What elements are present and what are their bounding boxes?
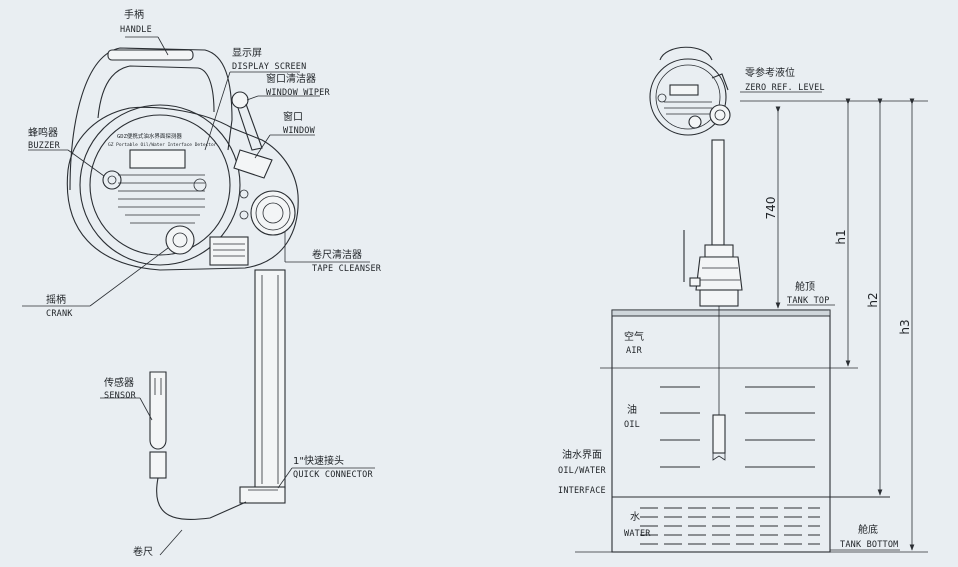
quick-connector-icon [239,486,286,504]
spec-plate [209,236,249,266]
label-air-cn: 空气 [624,330,644,343]
label-cleanser-cn: 卷尺清洁器 [312,248,362,261]
label-zero-ref-cn: 零参考液位 [745,66,795,79]
handle-grip [107,49,194,61]
label-display-cn: 显示屏 [232,47,262,59]
sensor-icon [149,371,167,450]
svg-text:GDZ便携式油水界面探测器: GDZ便携式油水界面探测器 [117,132,182,140]
face-inner-ring [89,114,231,256]
label-tank-bottom-en: TANK BOTTOM [840,540,899,550]
label-buzzer-en: BUZZER [28,141,61,151]
label-sensor-cn: 传感器 [104,376,134,389]
left-leaders [22,36,375,556]
wiper-arm [237,103,263,151]
dim-h1-text: h1 [834,229,848,244]
tank-drawing [575,46,928,553]
label-crank-en: CRANK [46,309,73,319]
label-buzzer-cn: 蜂鸣器 [28,126,58,139]
label-tank-top-en: TANK TOP [787,296,830,306]
label-tank-top-cn: 舱顶 [795,280,815,293]
oil-layer-lines [660,386,815,468]
dim-h2-text: h2 [866,292,880,307]
gauge-display [669,84,699,96]
valve-assembly [695,256,743,291]
label-window-cn: 窗口 [283,110,303,123]
label-crank-cn: 摇柄 [46,293,66,306]
label-wiper-en: WINDOW WIPER [266,88,330,98]
label-air-en: AIR [626,346,643,356]
label-wiper-cn: 窗口清洁器 [266,72,316,85]
dim-h3-text: h3 [898,319,912,334]
indicator-knob [193,178,207,192]
handle-inner [97,65,215,119]
body-outline [66,106,299,271]
label-oil-en: OIL [624,420,640,430]
display-screen [129,149,186,169]
tape-cable [156,477,247,520]
water-layer-lines [640,507,820,545]
label-interface-cn: 油水界面 [562,448,602,461]
face-outer-ring [79,104,241,266]
label-cleanser-en: TAPE CLEANSER [312,264,382,274]
crank-icon [165,225,195,255]
device-drawing: GDZ便携式油水界面探测器 GZ Portable Oil/Water Inte… [66,47,299,520]
buzzer-icon [102,170,122,190]
label-interface-en1: OIL/WATER [558,466,607,476]
window-panel [233,149,273,179]
gauge-pipe [711,139,725,246]
label-tape-cn: 卷尺 [133,545,153,558]
label-display-en: DISPLAY SCREEN [232,62,306,72]
label-handle-en: HANDLE [120,25,152,35]
label-connector-en: QUICK CONNECTOR [293,470,373,480]
gauge-handle [659,46,713,61]
label-interface-en2: INTERFACE [558,486,606,496]
tape-cleanser-icon [250,190,296,236]
probe-tube [254,269,286,489]
label-sensor-en: SENSOR [104,391,137,401]
handle-outline [69,47,233,191]
svg-text:GZ Portable Oil/Water Interfac: GZ Portable Oil/Water Interface Detector [108,142,217,148]
dim-740-text: 740 [764,197,778,220]
label-water-en: WATER [624,529,651,539]
label-connector-cn: 1"快速接头 [293,454,344,467]
window-wiper-icon [231,91,249,109]
label-oil-cn: 油 [627,403,637,416]
label-water-cn: 水 [630,511,640,523]
gauge-body [649,58,727,136]
label-window-en: WINDOW [283,126,316,136]
label-handle-cn: 手柄 [124,8,144,21]
label-tank-bottom-cn: 舱底 [858,523,878,536]
sensor-in-tank [712,414,726,454]
label-zero-ref-en: ZERO REF. LEVEL [745,83,825,93]
